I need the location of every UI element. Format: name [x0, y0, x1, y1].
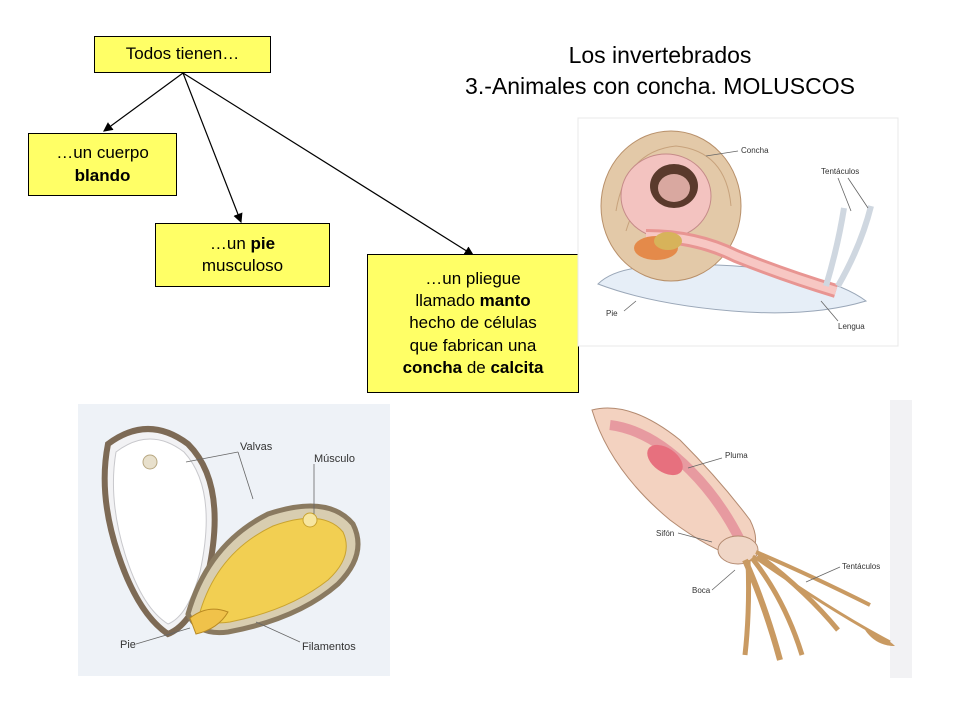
squid-label-pen: Pluma	[725, 451, 748, 460]
snail-label-tentacles: Tentáculos	[821, 167, 859, 176]
snail-illustration: Concha Tentáculos Pie Lengua	[577, 117, 899, 347]
mussel-label-valves: Valvas	[240, 441, 273, 453]
body-box-bold: blando	[74, 165, 131, 185]
mantle-line3: hecho de células	[409, 313, 537, 333]
mussel-label-muscle: Músculo	[314, 453, 355, 465]
mantle-box: …un pliegue llamado manto hecho de célul…	[367, 254, 579, 393]
body-box-text: …un cuerpo	[56, 143, 149, 163]
mantle-line2-pre: llamado	[415, 291, 480, 311]
snail-label-tongue: Lengua	[838, 322, 865, 331]
squid-label-tentacles: Tentáculos	[842, 562, 880, 571]
snail-label-shell: Concha	[741, 146, 769, 155]
title-line1: Los invertebrados	[568, 42, 752, 68]
mussel-illustration: Valvas Músculo Pie Filamentos	[78, 404, 390, 676]
mantle-line5-mid: de	[462, 357, 491, 377]
foot-box-bold: pie	[250, 233, 276, 253]
page-title: Los invertebrados 3.-Animales con concha…	[400, 40, 920, 102]
foot-box-text2: musculoso	[201, 256, 284, 275]
mantle-line1: …un pliegue	[425, 269, 521, 289]
mussel-label-filaments: Filamentos	[302, 641, 356, 653]
arrow-to-foot	[182, 72, 243, 224]
squid-label-mouth: Boca	[692, 586, 711, 595]
squid-illustration: Pluma Sifón Boca Tentáculos	[570, 400, 912, 678]
arrow-to-body	[103, 72, 184, 132]
snail-label-foot: Pie	[606, 309, 618, 318]
foot-box: …un pie musculoso	[155, 223, 330, 287]
mantle-line2-bold: manto	[479, 291, 531, 311]
squid-label-siphon: Sifón	[656, 529, 674, 538]
title-line2: 3.-Animales con concha. MOLUSCOS	[465, 73, 855, 100]
mantle-line4: que fabrican una	[409, 335, 537, 355]
foot-box-text: …un	[209, 233, 251, 253]
mantle-line5-bold2: calcita	[490, 357, 544, 377]
arrow-to-mantle	[182, 72, 475, 256]
root-box: Todos tienen…	[94, 36, 271, 73]
root-box-text: Todos tienen…	[125, 44, 240, 64]
mussel-label-foot: Pie	[120, 639, 136, 651]
mantle-line5-bold1: concha	[402, 357, 463, 377]
